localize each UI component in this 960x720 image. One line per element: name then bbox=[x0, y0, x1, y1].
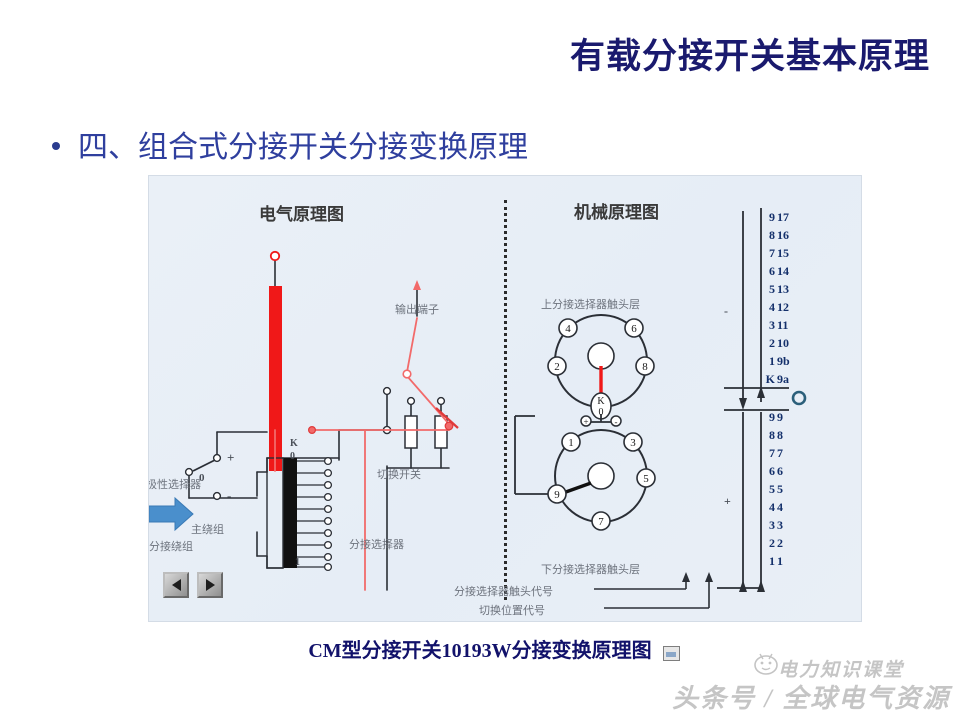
label-upper-minus: - bbox=[724, 304, 728, 318]
figure-caption: CM型分接开关10193W分接变换原理图 bbox=[308, 640, 652, 662]
bullet-row: 四、组合式分接开关分接变换原理 bbox=[52, 122, 528, 166]
lower-selector-ring: 1 3 9 5 7 bbox=[547, 429, 656, 531]
mechanical-schematic: 4 6 2 8 K 0 1 3 bbox=[514, 208, 807, 609]
ladder-number: 4 bbox=[777, 500, 783, 514]
svg-text:-: - bbox=[615, 417, 618, 427]
bullet-dot-icon bbox=[52, 142, 60, 150]
page-title: 有载分接开关基本原理 bbox=[569, 37, 930, 76]
svg-text:7: 7 bbox=[598, 516, 604, 528]
ladder-number: 7 bbox=[769, 246, 775, 260]
svg-text:1: 1 bbox=[568, 437, 574, 449]
upper-selector-ring: 4 6 2 8 K 0 bbox=[547, 314, 655, 420]
label-polarity-zero: 0 bbox=[199, 472, 205, 484]
ladder-upper-right-numbers: 17 16 15 14 13 12 11 10 9b 9a bbox=[777, 208, 799, 388]
label-polarity-minus: - bbox=[227, 488, 232, 503]
label-lower-plus: + bbox=[724, 494, 731, 508]
svg-text:3: 3 bbox=[630, 437, 636, 449]
label-tap-winding: 分接绕组 bbox=[149, 541, 193, 553]
ladder-number: 5 bbox=[777, 482, 783, 496]
svg-text:8: 8 bbox=[642, 361, 648, 373]
mascot-logo-icon bbox=[754, 653, 778, 675]
svg-text:K: K bbox=[597, 396, 605, 407]
ladder-number: 8 bbox=[769, 228, 775, 242]
label-output-terminal: 输出端子 bbox=[395, 304, 439, 316]
ladder-number: 8 bbox=[777, 428, 783, 442]
ladder-number: 5 bbox=[769, 482, 775, 496]
next-arrow-icon bbox=[205, 579, 215, 591]
label-main-winding: 主绕组 bbox=[191, 524, 224, 536]
ladder-number: 4 bbox=[769, 500, 775, 514]
ladder-number: 1 bbox=[777, 554, 783, 568]
ladder-number: 6 bbox=[769, 464, 775, 478]
mechanical-diagram-title: 机械原理图 bbox=[574, 203, 659, 222]
ladder-lower-left-numbers: 9 8 7 6 5 4 3 2 1 bbox=[757, 408, 775, 570]
label-tap-selector: 分接选择器 bbox=[349, 539, 404, 551]
ladder-number: K bbox=[765, 372, 775, 386]
next-step-button[interactable] bbox=[197, 572, 223, 598]
ladder-number: 3 bbox=[769, 318, 775, 332]
watermark-sub: 电力知识课堂 bbox=[778, 660, 905, 681]
ladder-rails bbox=[717, 208, 789, 589]
svg-text:5: 5 bbox=[643, 473, 649, 485]
svg-text:2: 2 bbox=[554, 361, 560, 373]
ladder-number: 2 bbox=[777, 536, 783, 550]
prev-step-button[interactable] bbox=[163, 572, 189, 598]
label-k-mark: K bbox=[290, 438, 298, 449]
ladder-number: 3 bbox=[777, 518, 783, 532]
electrical-diagram-title: 电气原理图 bbox=[259, 205, 344, 224]
label-ladder-top: 0 bbox=[290, 451, 295, 462]
label-upper-contact-layer: 上分接选择器触头层 bbox=[541, 299, 640, 311]
ladder-number: 6 bbox=[777, 464, 783, 478]
ladder-number: 7 bbox=[777, 446, 783, 460]
ladder-number: 1 bbox=[769, 554, 775, 568]
label-polarity-plus: + bbox=[227, 450, 235, 465]
ladder-number: 9a bbox=[777, 372, 789, 386]
ladder-number: 2 bbox=[769, 536, 775, 550]
ladder-number: 9 bbox=[777, 410, 783, 424]
ladder-number: 8 bbox=[769, 428, 775, 442]
tap-winding-block bbox=[283, 458, 297, 568]
bullet-text: 四、组合式分接开关分接变换原理 bbox=[78, 131, 528, 164]
ladder-number: 5 bbox=[769, 282, 775, 296]
tap-winding-arrow bbox=[149, 496, 194, 532]
watermark-main: 头条号 / 全球电气资源 bbox=[672, 684, 951, 713]
ladder-number: 6 bbox=[769, 264, 775, 278]
ladder-number: 4 bbox=[769, 300, 775, 314]
ladder-number: 3 bbox=[769, 518, 775, 532]
ladder-lower-right-numbers: 9 8 7 6 5 4 3 2 1 bbox=[777, 408, 799, 570]
ladder-number: 7 bbox=[769, 446, 775, 460]
svg-text:+: + bbox=[583, 417, 588, 427]
electrical-schematic bbox=[149, 250, 459, 591]
label-ladder-bottom: 1 bbox=[295, 557, 300, 568]
svg-text:9: 9 bbox=[554, 489, 560, 501]
label-polarity-selector: 极性选择器 bbox=[148, 479, 201, 491]
ladder-number: 9b bbox=[777, 354, 790, 368]
ladder-number: 15 bbox=[777, 246, 789, 260]
ladder-number: 10 bbox=[777, 336, 789, 350]
ladder-number: 9 bbox=[769, 210, 775, 224]
diagram-panel: 电气原理图 机械原理图 bbox=[148, 175, 862, 622]
label-position-code: 切换位置代号 bbox=[479, 605, 545, 617]
ladder-number: 17 bbox=[777, 210, 789, 224]
ladder-number: 2 bbox=[769, 336, 775, 350]
ladder-number: 14 bbox=[777, 264, 789, 278]
label-diverter-switch: 切换开关 bbox=[377, 469, 421, 481]
ladder-number: 13 bbox=[777, 282, 789, 296]
ladder-number: 9 bbox=[769, 410, 775, 424]
ladder-number: 1 bbox=[769, 354, 775, 368]
prev-arrow-icon bbox=[171, 579, 181, 591]
ladder-number: 11 bbox=[777, 318, 789, 332]
panel-divider bbox=[504, 200, 507, 600]
main-winding-bar bbox=[269, 286, 282, 471]
ladder-number: 16 bbox=[777, 228, 789, 242]
label-lower-contact-layer: 下分接选择器触头层 bbox=[541, 564, 640, 576]
svg-text:6: 6 bbox=[631, 323, 637, 335]
label-contact-code: 分接选择器触头代号 bbox=[454, 586, 553, 598]
image-placeholder-icon bbox=[663, 646, 680, 661]
svg-text:0: 0 bbox=[599, 407, 604, 418]
ladder-number: 12 bbox=[777, 300, 789, 314]
svg-text:4: 4 bbox=[565, 323, 571, 335]
